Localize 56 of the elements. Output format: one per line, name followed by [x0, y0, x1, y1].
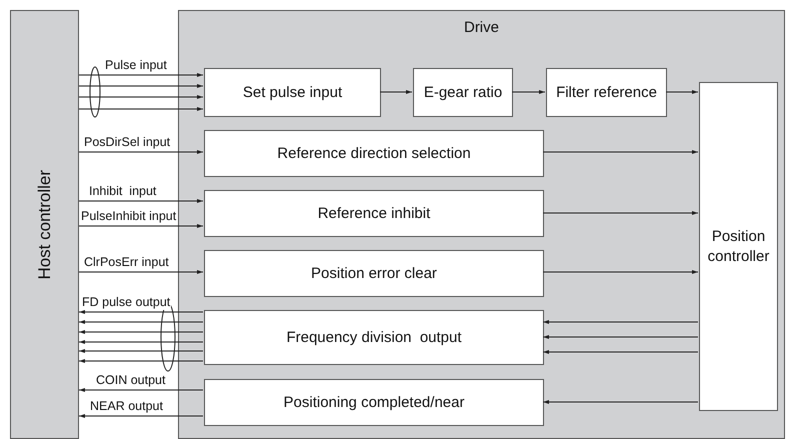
arrow — [79, 340, 203, 344]
arrow — [79, 73, 203, 77]
arrow — [543, 350, 698, 354]
arrow — [543, 320, 698, 324]
process-box — [204, 130, 544, 177]
arrow — [79, 95, 203, 99]
arrow — [79, 199, 203, 203]
arrow — [79, 330, 203, 334]
edge-label: COIN output — [95, 373, 166, 388]
edge-label: FD pulse output — [81, 295, 172, 310]
arrow — [543, 150, 698, 154]
box-label: E-gear ratio — [422, 82, 504, 102]
box-label: Positioning completed/near — [282, 392, 466, 412]
arrow — [543, 400, 698, 404]
box-label: Filter reference — [555, 82, 658, 102]
process-box — [546, 68, 667, 117]
arrow — [543, 335, 698, 339]
process-box — [204, 250, 544, 297]
arrow — [79, 349, 203, 353]
arrow — [79, 84, 203, 88]
box-label: Position error clear — [310, 264, 438, 284]
box-label: Set pulse input — [242, 82, 344, 102]
box-label: Frequency division output — [285, 328, 463, 348]
box-label: Reference inhibit — [316, 204, 432, 224]
edge-label: Pulse input — [104, 58, 168, 73]
arrow — [79, 359, 203, 363]
edge-label: NEAR output — [89, 399, 164, 414]
arrow — [79, 224, 203, 228]
process-box — [204, 310, 544, 365]
arrow — [543, 270, 698, 274]
arrow — [512, 90, 545, 94]
process-box — [699, 82, 778, 411]
arrow — [380, 90, 412, 94]
process-box — [204, 379, 544, 426]
arrow — [79, 107, 203, 111]
process-box — [204, 68, 381, 117]
edge-label: PulseInhibit input — [80, 209, 178, 224]
band-title: Host controller — [34, 170, 55, 280]
box-label: Position controller — [706, 226, 770, 266]
arrow — [79, 310, 203, 314]
arrow — [79, 320, 203, 324]
edge-label: ClrPosErr input — [83, 255, 170, 270]
arrow — [79, 270, 203, 274]
arrow — [543, 211, 698, 215]
arrow — [666, 90, 698, 94]
drive-panel — [178, 10, 785, 439]
panel-title: Drive — [462, 18, 500, 38]
process-box — [204, 190, 544, 237]
process-box — [413, 68, 513, 117]
edge-label: PosDirSel input — [83, 135, 172, 150]
arrow — [79, 414, 203, 418]
edge-label: Inhibit input — [88, 184, 158, 199]
controller-band — [10, 10, 79, 439]
arrow — [79, 388, 203, 392]
box-label: Reference direction selection — [276, 144, 472, 164]
arrow — [79, 150, 203, 154]
